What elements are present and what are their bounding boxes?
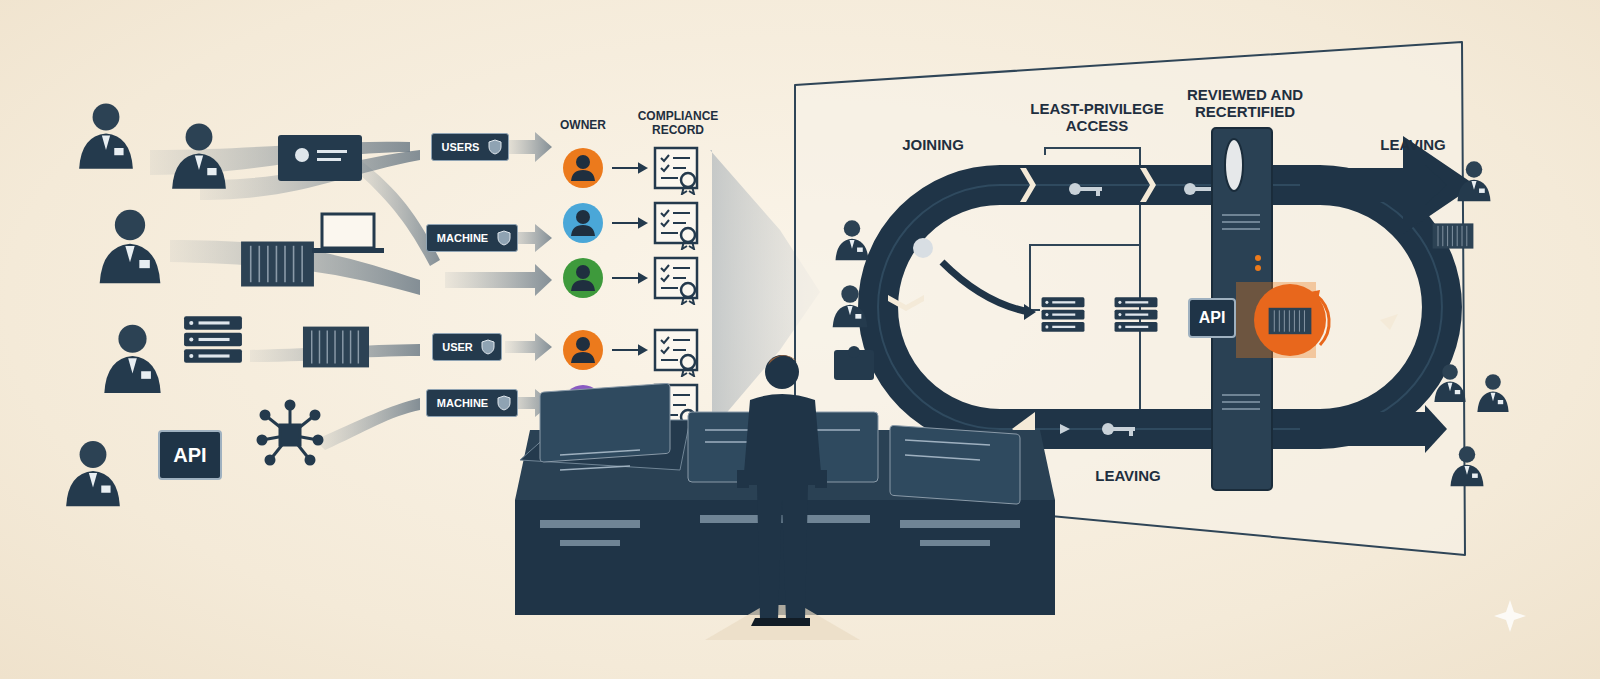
stage-label: LEAVING [1078,467,1178,484]
api-box: API [158,430,222,480]
identity-badge: MACHINE [426,389,517,417]
column-heading: COMPLIANCE RECORD [628,110,728,138]
shield-icon [497,230,511,246]
identity-badge: MACHINE [426,224,517,252]
node-text: USER [442,341,473,353]
shield-icon [497,395,511,411]
shield-icon [488,139,502,155]
stage-label: JOINING [878,136,988,153]
column-heading: OWNER [543,119,623,133]
stage-label: REVIEWED AND RECERTIFIED [1170,86,1320,121]
shield-icon [481,339,495,355]
node-text: API [173,444,206,467]
api-box: API [1188,298,1236,338]
identity-badge: USER [432,333,503,361]
node-text: MACHINE [437,232,488,244]
node-text: USERS [442,141,480,153]
node-text: API [1199,309,1226,327]
identity-badge: USERS [431,133,509,161]
stage-label: LEAVING [1363,136,1463,153]
node-text: MACHINE [437,397,488,409]
stage-label: LEAST-PRIVILEGE ACCESS [1027,100,1167,135]
